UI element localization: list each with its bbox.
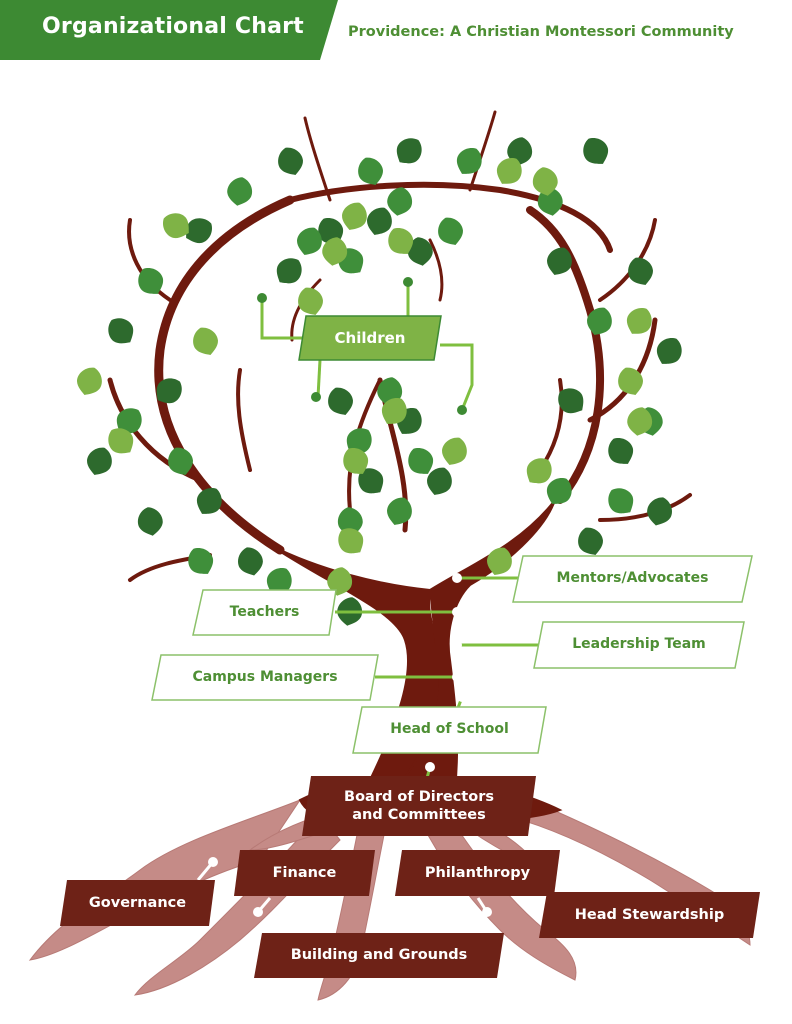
finance-label: Finance <box>234 850 375 896</box>
children-text: Children <box>334 328 406 347</box>
children-label: Children <box>299 316 441 360</box>
board-text-line1: Board of Directors <box>344 788 494 805</box>
page-title: Organizational Chart <box>42 14 304 39</box>
children-connector-left <box>260 298 302 340</box>
children-box <box>298 315 442 361</box>
campus-managers-box <box>151 654 379 701</box>
board-text-line2: and Committees <box>352 807 486 823</box>
leadership-text: Leadership Team <box>572 636 706 653</box>
children-connector-down <box>316 359 322 398</box>
governance-text: Governance <box>88 894 187 911</box>
building-grounds-box <box>254 933 504 978</box>
teachers-text: Teachers <box>229 603 300 620</box>
node-boxes <box>60 315 760 978</box>
campus-managers-text: Campus Managers <box>192 668 338 685</box>
head-stewardship-text: Head Stewardship <box>574 906 725 923</box>
mentors-text: Mentors/Advocates <box>556 570 709 587</box>
philanthropy-label: Philanthropy <box>395 850 560 896</box>
page-subtitle: Providence: A Christian Montessori Commu… <box>348 24 734 40</box>
connector-dots <box>208 277 603 917</box>
leadership-box <box>533 621 745 669</box>
head-stewardship-box <box>539 892 760 938</box>
head-of-school-box <box>352 706 547 754</box>
finance-box <box>234 850 375 896</box>
leadership-label: Leadership Team <box>534 622 744 668</box>
governance-box <box>60 880 215 926</box>
board-label: Board of Directors and Committees <box>302 776 536 836</box>
building-grounds-label: Building and Grounds <box>254 933 504 978</box>
governance-label: Governance <box>60 880 215 926</box>
connectors <box>260 282 540 779</box>
children-connector-right <box>440 343 474 411</box>
teachers-label: Teachers <box>193 590 336 635</box>
campus-managers-label: Campus Managers <box>152 655 378 700</box>
philanthropy-text: Philanthropy <box>424 864 531 881</box>
header-banner <box>0 0 338 60</box>
head-of-school-text: Head of School <box>390 721 509 738</box>
mentors-label: Mentors/Advocates <box>513 556 752 602</box>
board-box <box>302 776 536 836</box>
building-grounds-text: Building and Grounds <box>290 947 468 964</box>
philanthropy-box <box>395 850 560 896</box>
head-of-school-label: Head of School <box>353 707 546 753</box>
finance-text: Finance <box>272 864 337 881</box>
head-stewardship-label: Head Stewardship <box>539 892 760 938</box>
mentors-box <box>512 555 753 603</box>
teachers-box <box>192 589 337 636</box>
